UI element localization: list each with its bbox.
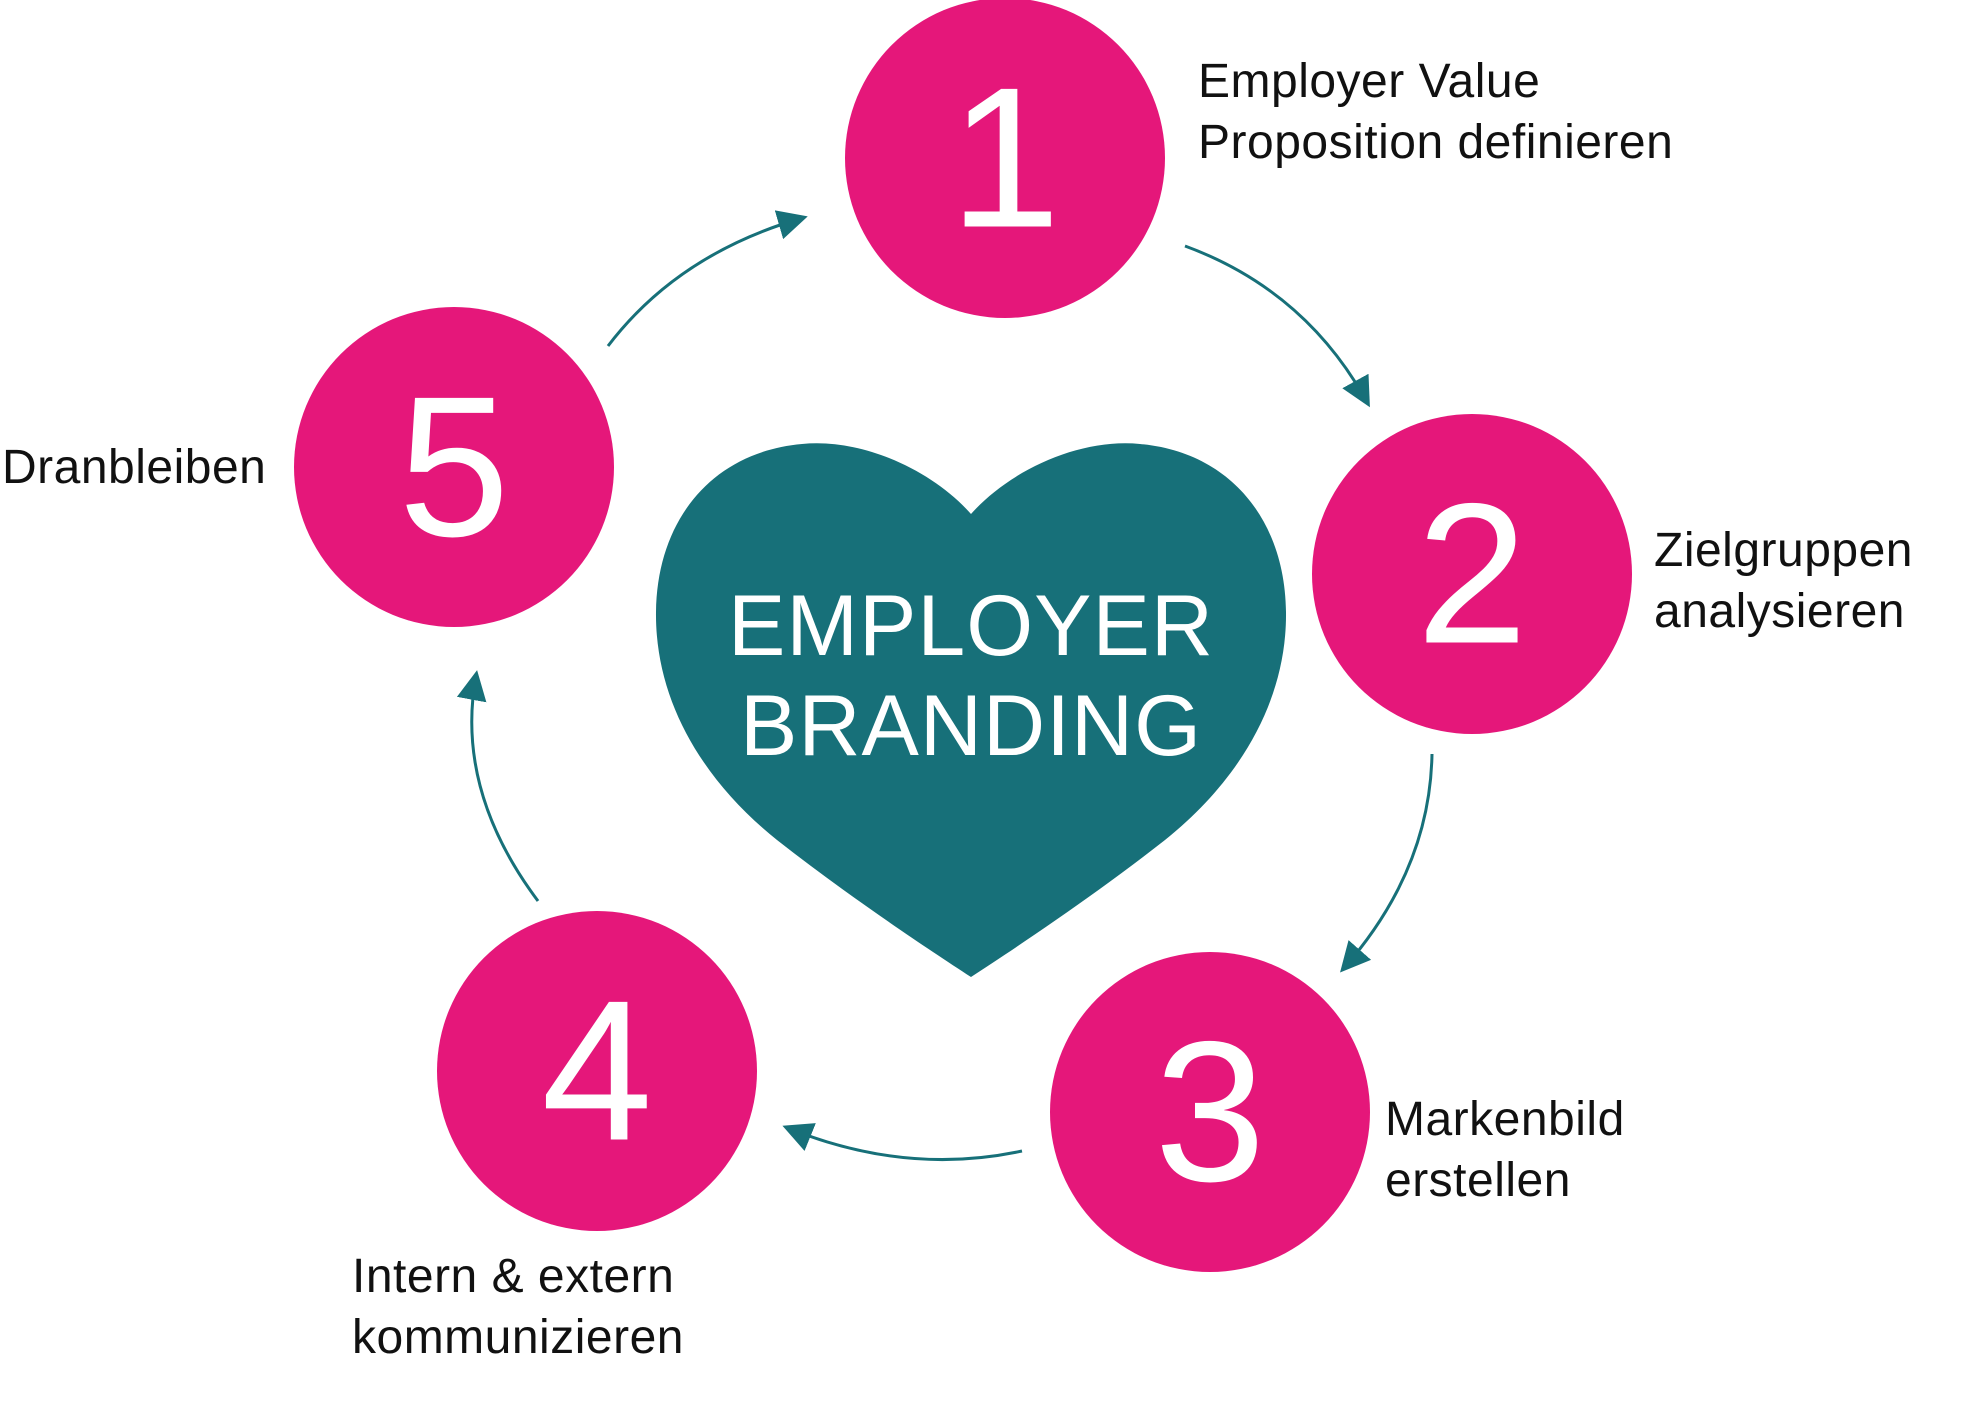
step-4-number: 4 [541,960,652,1183]
heart-title-line2: BRANDING [740,678,1202,774]
step-2-label-line2: analysieren [1654,585,1905,638]
step-4: 4 Intern & extern kommunizieren [352,911,757,1364]
step-1-label-line2: Proposition definieren [1198,116,1673,169]
step-1-label-line1: Employer Value [1198,55,1540,108]
heart-shape [655,443,1287,977]
step-3-label-line1: Markenbild [1385,1093,1625,1146]
arrow-step1-to-step2 [1184,244,1370,408]
step-1-circle [845,0,1165,318]
center-heart: EMPLOYER BRANDING [655,443,1287,977]
step-2-circle [1312,414,1632,734]
step-5: 5 Dranbleiben [2,307,614,627]
step-3-number: 3 [1154,1001,1265,1224]
arrow-step4-to-step5 [456,670,540,902]
step-1: 1 Employer Value Proposition definieren [845,0,1673,318]
step-5-label-line1: Dranbleiben [2,441,266,494]
step-4-circle [437,911,757,1231]
cycle-arrows [456,210,1434,1161]
step-1-number: 1 [949,47,1060,270]
step-4-label-line1: Intern & extern [352,1250,674,1303]
step-3: 3 Markenbild erstellen [1050,952,1625,1272]
step-2-number: 2 [1416,463,1527,686]
step-2: 2 Zielgruppen analysieren [1312,414,1913,734]
step-5-circle [294,307,614,627]
step-5-number: 5 [398,356,509,579]
step-2-label-line1: Zielgruppen [1654,524,1913,577]
arrow-step5-to-step1 [606,210,808,347]
step-4-label-line2: kommunizieren [352,1311,684,1364]
arrow-step3-to-step4 [782,1123,1023,1161]
heart-title-line1: EMPLOYER [728,578,1214,674]
step-3-label-line2: erstellen [1385,1154,1571,1207]
step-3-circle [1050,952,1370,1272]
arrow-step2-to-step3 [1340,753,1434,973]
